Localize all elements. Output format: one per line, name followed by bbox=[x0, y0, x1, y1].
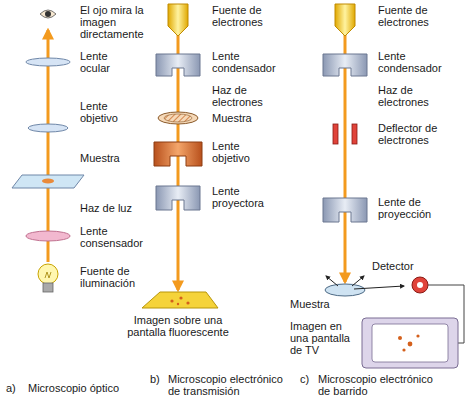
part-label: Lente proyectora bbox=[212, 185, 278, 209]
light-bulb bbox=[38, 264, 58, 292]
part-label: Lente objetivo bbox=[212, 140, 268, 164]
transmission-microscope bbox=[142, 4, 218, 308]
part-label: Haz de electrones bbox=[378, 84, 458, 108]
part-label: Lente condensador bbox=[212, 50, 288, 74]
specimen-disc bbox=[158, 112, 198, 124]
part-label: Lente consensador bbox=[80, 225, 152, 249]
panel-caption: Microscopio electrónico de barrido bbox=[318, 373, 440, 397]
part-label: Muestra bbox=[290, 298, 330, 310]
specimen-slide bbox=[12, 175, 84, 188]
condenser-lens bbox=[323, 54, 367, 76]
part-label: Lente ocular bbox=[80, 50, 136, 74]
optical-microscope bbox=[12, 10, 84, 292]
eye-symbol bbox=[40, 10, 56, 18]
projection-lens bbox=[323, 198, 367, 222]
part-label: Haz de electrones bbox=[212, 84, 282, 108]
specimen-disc bbox=[325, 276, 404, 296]
condenser-lens bbox=[26, 231, 70, 241]
part-label: Imagen sobre una pantalla fluorescente bbox=[126, 314, 230, 338]
projector-lens bbox=[156, 186, 200, 210]
part-label: Muestra bbox=[80, 152, 150, 164]
panel-letter: a) bbox=[6, 382, 16, 394]
part-label: Lente condensador bbox=[378, 50, 458, 74]
detector bbox=[412, 277, 428, 293]
part-label: Lente de proyección bbox=[378, 196, 458, 220]
part-label: Fuente de electrones bbox=[378, 4, 458, 28]
part-label: Muestra bbox=[212, 112, 282, 124]
fluorescent-screen bbox=[142, 292, 218, 308]
part-label: Lente objetivo bbox=[80, 100, 136, 124]
objective-lens bbox=[154, 142, 202, 166]
part-label: Fuente de iluminación bbox=[80, 265, 152, 289]
callout-label: El ojo mira la imagen directamente bbox=[80, 4, 152, 40]
part-label: Deflector de electrones bbox=[378, 122, 458, 146]
deflector-plate bbox=[333, 124, 338, 144]
electron-gun bbox=[335, 4, 355, 36]
part-label: Fuente de electrones bbox=[212, 4, 278, 28]
part-label: Imagen en una pantalla de TV bbox=[290, 320, 358, 356]
panel-caption: Microscopio óptico bbox=[28, 382, 138, 394]
electron-gun bbox=[168, 4, 188, 36]
part-label: Detector bbox=[372, 260, 414, 272]
panel-letter: c) bbox=[300, 373, 309, 385]
panel-letter: b) bbox=[150, 373, 160, 385]
ocular-lens bbox=[26, 58, 70, 66]
part-label: Haz de luz bbox=[80, 202, 150, 214]
tv-screen bbox=[362, 318, 458, 368]
scanning-microscope bbox=[323, 4, 464, 368]
deflector-plate bbox=[352, 124, 357, 144]
objective-lens bbox=[28, 124, 68, 132]
panel-caption: Microscopio electrónico de transmisión bbox=[168, 373, 286, 397]
condenser-lens bbox=[156, 54, 200, 76]
